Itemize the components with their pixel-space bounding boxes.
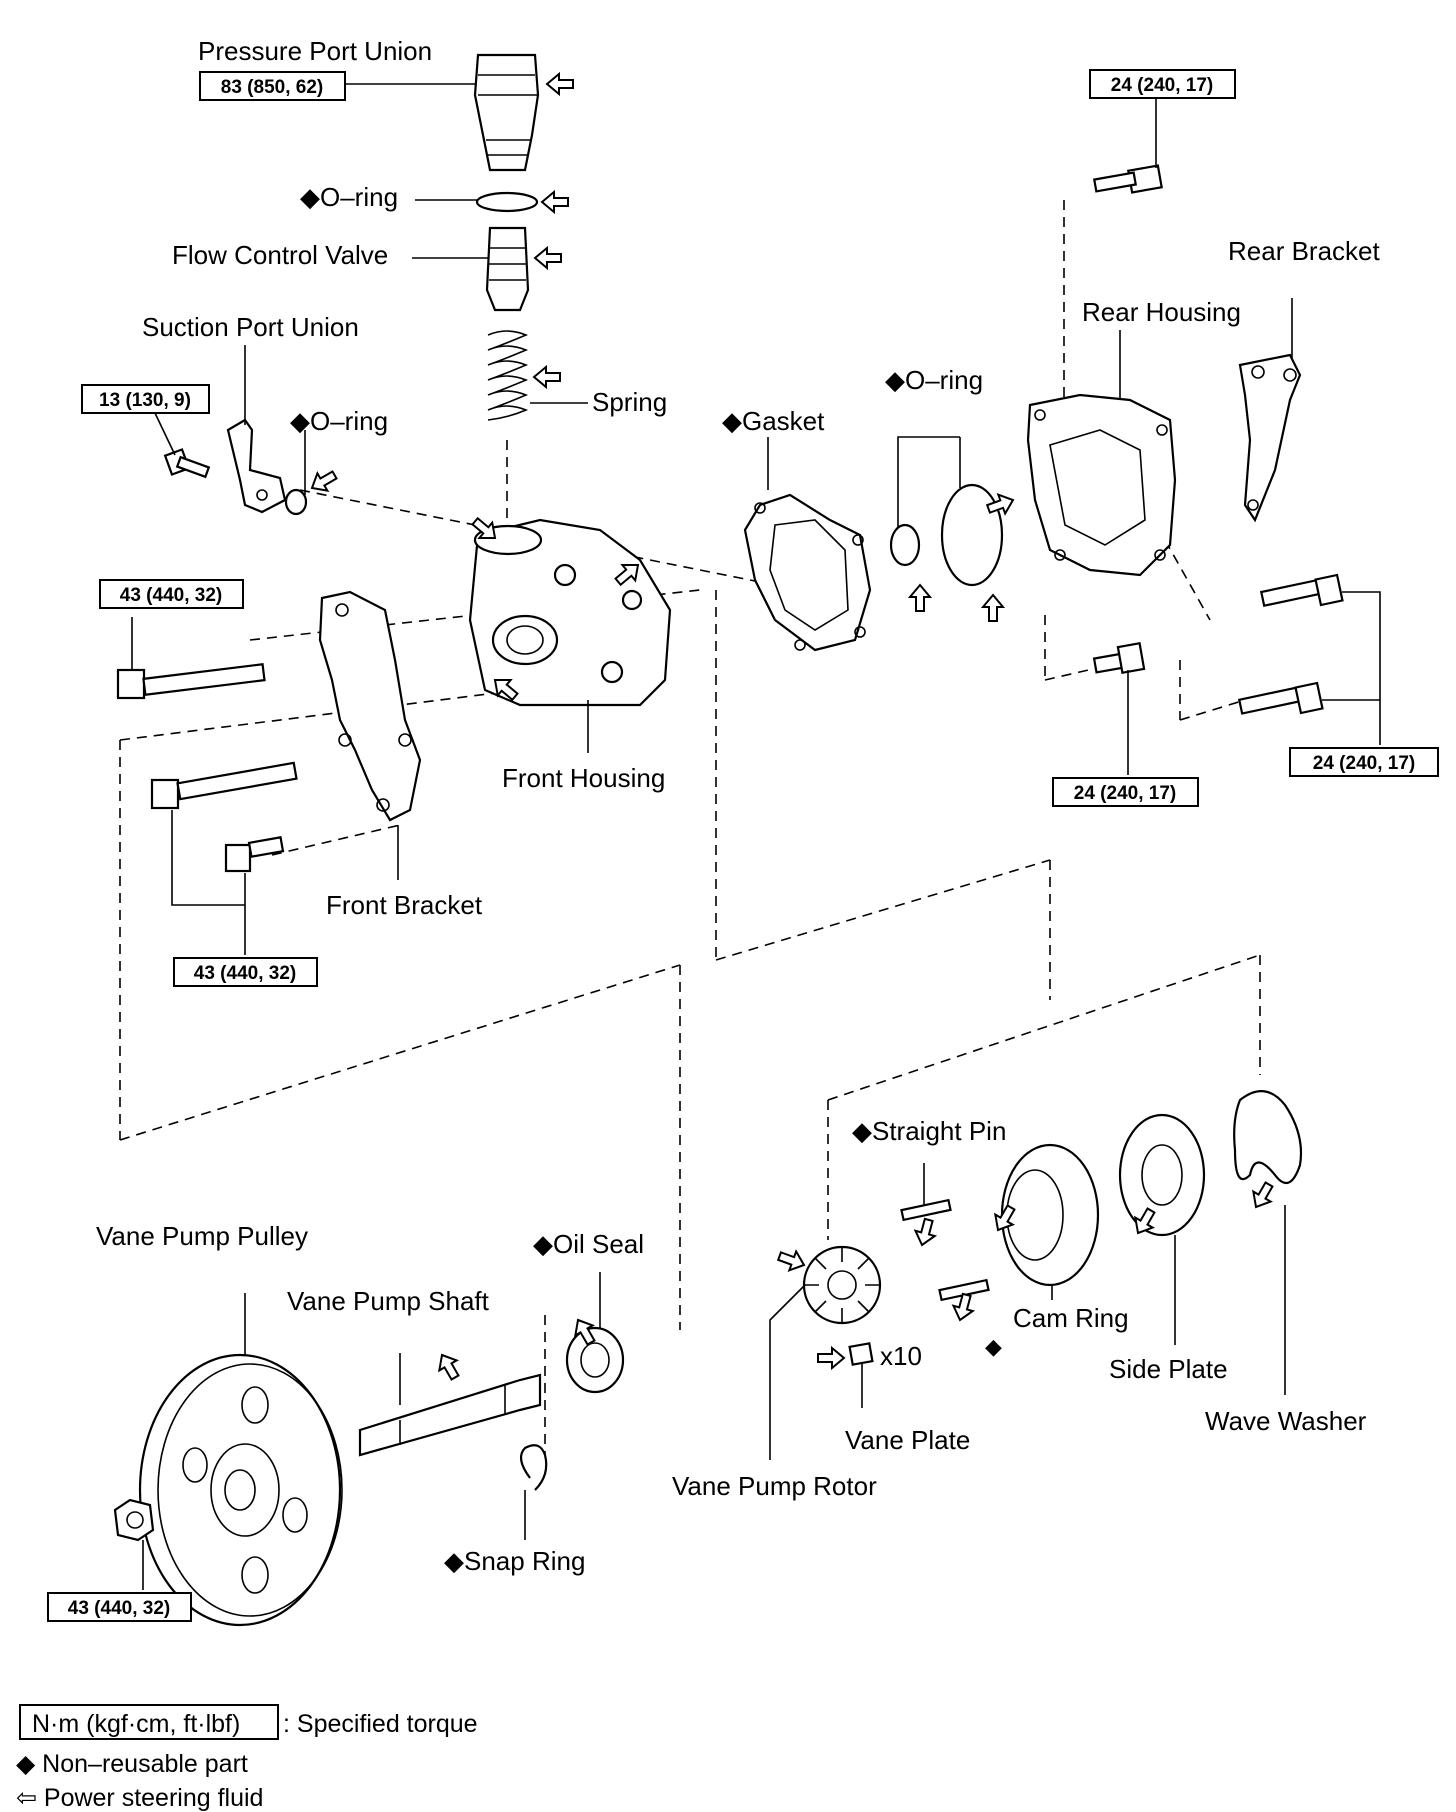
rear-bottom-bolt-part	[1092, 642, 1146, 674]
rear-side-bolt-upper-part	[1259, 573, 1344, 608]
svg-text:24 (240, 17): 24 (240, 17)	[1074, 783, 1176, 804]
vane-pump-pulley-part	[138, 1353, 343, 1627]
front-short-bolt-part	[224, 836, 285, 873]
gasket-part	[743, 493, 872, 652]
torque-box-rear-bottom-bolt: 24 (240, 17)	[1052, 777, 1199, 807]
fluid-arrow-icon	[909, 584, 931, 612]
o-ring-top-part	[475, 191, 539, 213]
vane-plate-part	[848, 1342, 874, 1366]
rear-housing-label: Rear Housing	[1082, 297, 1241, 327]
pulley-nut-part	[113, 1498, 155, 1542]
oil-seal-part	[565, 1326, 625, 1394]
o-ring-rear-large-part	[940, 483, 1004, 587]
fluid-arrow-icon	[546, 73, 574, 95]
torque-box-rear-side-bolts: 24 (240, 17)	[1289, 747, 1439, 777]
oil-seal-label: ◆Oil Seal	[533, 1229, 644, 1259]
torque-box-rear-top-bolt: 24 (240, 17)	[1089, 69, 1236, 99]
assembly-lines	[119, 200, 1261, 1460]
svg-text:43 (440, 32): 43 (440, 32)	[120, 585, 222, 606]
wave-washer-part	[1233, 1090, 1303, 1185]
fluid-arrow-icon	[432, 1349, 465, 1384]
svg-text:13 (130, 9): 13 (130, 9)	[99, 390, 191, 411]
torque-box-suction-bolt: 13 (130, 9)	[81, 384, 210, 414]
snap-ring-part	[519, 1444, 548, 1491]
pressure-port-union-label: Pressure Port Union	[198, 36, 432, 66]
cam-ring-part	[1000, 1143, 1100, 1287]
vane-pump-shaft-part	[358, 1373, 542, 1457]
front-bracket-part	[318, 590, 422, 822]
torque-specs: 83 (850, 62) 24 (240, 17) 13 (130, 9) 43…	[47, 69, 1439, 1622]
suction-bolt-part	[163, 448, 211, 479]
fluid-arrow-icon	[541, 191, 569, 213]
spring-label: Spring	[592, 387, 667, 417]
fluid-arrow-icon	[534, 247, 562, 269]
vane-plate-count-label: x10	[880, 1341, 922, 1371]
cam-ring-label: Cam Ring	[1013, 1303, 1129, 1333]
fluid-arrow-icon	[817, 1347, 845, 1369]
straight-pin-label: ◆Straight Pin	[852, 1116, 1006, 1146]
vane-pump-pulley-label: Vane Pump Pulley	[96, 1221, 308, 1251]
straight-pin-upper-part	[900, 1198, 952, 1222]
legend-torque-unit: N·m (kgf·cm, ft·lbf)	[32, 1710, 240, 1738]
o-ring-suction-label: ◆O–ring	[290, 406, 388, 436]
vane-pump-rotor-part	[802, 1245, 882, 1325]
torque-box-front-bolts-lower: 43 (440, 32)	[173, 957, 318, 987]
suction-port-union-label: Suction Port Union	[142, 312, 359, 342]
front-long-bolt-lower-part	[150, 761, 298, 810]
rear-bracket-part	[1238, 353, 1302, 523]
front-housing-part	[468, 518, 672, 707]
vane-pump-rotor-label: Vane Pump Rotor	[672, 1471, 877, 1501]
svg-text:43 (440, 32): 43 (440, 32)	[194, 963, 296, 984]
o-ring-top-label: ◆O–ring	[300, 182, 398, 212]
wave-washer-label: Wave Washer	[1205, 1406, 1367, 1436]
part-labels: Pressure Port Union ◆O–ring Flow Control…	[96, 36, 1380, 1576]
o-ring-suction-part	[284, 488, 308, 516]
legend-torque-desc: : Specified torque	[283, 1710, 478, 1738]
legend: N·m (kgf·cm, ft·lbf) : Specified torque …	[16, 1704, 478, 1812]
front-bracket-label: Front Bracket	[326, 890, 483, 920]
leader-lines	[131, 83, 1381, 1590]
pressure-port-union-part	[473, 53, 540, 172]
svg-text:24 (240, 17): 24 (240, 17)	[1111, 75, 1213, 96]
rear-housing-part	[1026, 393, 1177, 577]
vane-plate-label: Vane Plate	[845, 1425, 970, 1455]
non-reusable-marker-icon: ◆	[985, 1334, 1002, 1359]
legend-fluid: ⇦ Power steering fluid	[16, 1784, 263, 1812]
side-plate-label: Side Plate	[1109, 1354, 1228, 1384]
flow-control-valve-part	[485, 226, 530, 312]
fluid-arrow-icon	[533, 366, 561, 388]
fluid-arrow-icon	[982, 594, 1004, 622]
svg-text:43 (440, 32): 43 (440, 32)	[68, 1598, 170, 1619]
vane-pump-shaft-label: Vane Pump Shaft	[287, 1286, 490, 1316]
o-ring-rear-label: ◆O–ring	[885, 365, 983, 395]
o-ring-rear-small-part	[889, 523, 921, 567]
svg-text:83 (850, 62): 83 (850, 62)	[221, 77, 323, 98]
torque-box-pressure-port: 83 (850, 62)	[199, 71, 346, 101]
svg-text:24 (240, 17): 24 (240, 17)	[1313, 753, 1415, 774]
front-long-bolt-upper-part	[116, 663, 266, 700]
gasket-label: ◆Gasket	[722, 406, 825, 436]
fluid-arrow-icon	[306, 465, 341, 498]
flow-control-valve-label: Flow Control Valve	[172, 240, 388, 270]
rear-top-bolt-part	[1092, 164, 1163, 194]
legend-non-reusable: ◆ Non–reusable part	[16, 1750, 248, 1778]
fluid-arrow-icon	[775, 1245, 809, 1276]
snap-ring-label: ◆Snap Ring	[444, 1546, 585, 1576]
rear-side-bolt-lower-part	[1237, 681, 1324, 715]
legend-torque: N·m (kgf·cm, ft·lbf) : Specified torque	[19, 1704, 478, 1740]
side-plate-part	[1118, 1113, 1206, 1237]
spring-part	[487, 330, 529, 421]
torque-box-pulley-nut: 43 (440, 32)	[47, 1592, 192, 1622]
fluid-arrow-icon	[911, 1216, 940, 1249]
torque-box-front-long-bolt-upper: 43 (440, 32)	[99, 579, 244, 609]
rear-bracket-label: Rear Bracket	[1228, 236, 1380, 266]
suction-port-union-part	[226, 418, 287, 514]
front-housing-label: Front Housing	[502, 763, 665, 793]
fluid-arrow-icon	[1246, 1178, 1279, 1213]
